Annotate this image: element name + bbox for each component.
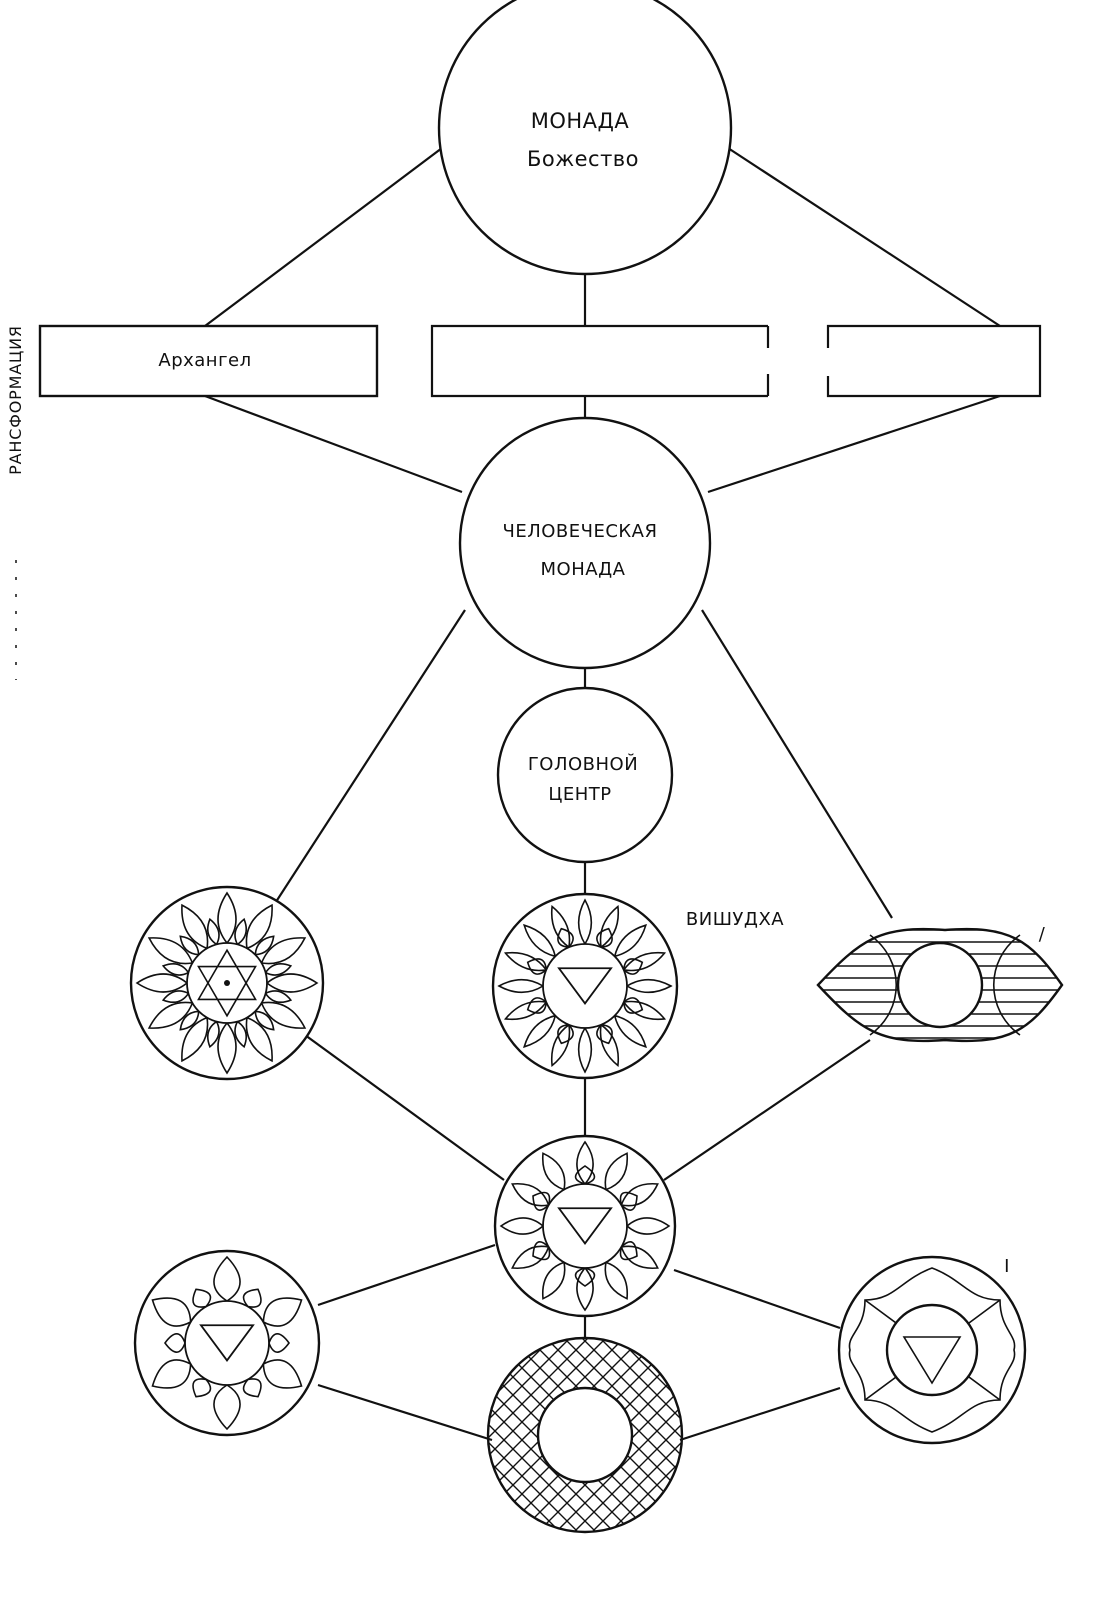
ajna-marker: / (1039, 924, 1046, 945)
heart-chakra (493, 1134, 677, 1318)
top-monad-line1: МОНАДА (531, 109, 630, 133)
right-lower-marker: I (1004, 1256, 1010, 1277)
top-monad-circle (437, 0, 733, 276)
line-human-ajna (701, 609, 893, 919)
bottom-center-circle (536, 1386, 634, 1484)
left-wheel-chakra-bindu (224, 980, 230, 986)
line-human-leftwheel (271, 609, 466, 909)
bottom-hatched-chakra (486, 1336, 684, 1534)
side-label-group: РАНСФОРМАЦИЯ (6, 325, 25, 680)
left-wheel-chakra-inner-petals (161, 917, 293, 1049)
left-lower-chakra-petals (151, 1255, 303, 1431)
left-lower-chakra (133, 1249, 321, 1437)
ajna-chakra: / (816, 924, 1064, 1043)
middle-box (430, 324, 770, 398)
line-monad-left (204, 147, 443, 327)
four-petal-triangle (902, 1336, 962, 1385)
left-wheel-chakra-hexagram (197, 948, 257, 1018)
vishuddha-label: ВИШУДХА (686, 909, 784, 930)
top-monad-node: МОНАДА Божество (437, 0, 733, 276)
four-petal-center (885, 1303, 979, 1397)
human-monad-circle (458, 416, 712, 670)
right-box (826, 324, 1042, 398)
heart-chakra-triangle (557, 1207, 613, 1245)
heart-chakra-center (542, 1183, 628, 1269)
box-row: Архангел (38, 324, 1042, 398)
head-center-line2: ЦЕНТР (548, 784, 611, 805)
chakra-wheels (129, 885, 679, 1437)
vishuddha-chakra-inner-petals (526, 927, 644, 1045)
left-lower-chakra-triangle (199, 1324, 255, 1362)
top-monad-line2: Божество (527, 147, 639, 171)
human-monad-node: ЧЕЛОВЕЧЕСКАЯ МОНАДА (458, 416, 712, 670)
vishuddha-chakra-petals (497, 898, 673, 1074)
ajna-petal-curve-left (869, 934, 898, 1036)
line-heart-rightlow (673, 1268, 841, 1330)
left-box-label: Архангел (158, 350, 251, 371)
head-center-line1: ГОЛОВНОЙ (528, 753, 638, 775)
head-center-circle (496, 686, 674, 864)
side-label: РАНСФОРМАЦИЯ (6, 325, 25, 475)
line-leftbox-human (204, 394, 463, 494)
vishuddha-chakra (491, 892, 679, 1080)
line-rightbox-human (707, 394, 1001, 494)
left-lower-chakra-inner-petals (164, 1288, 290, 1398)
left-lower-chakra-center (184, 1300, 270, 1386)
head-center-node: ГОЛОВНОЙ ЦЕНТР (496, 686, 674, 864)
left-wheel-chakra (129, 885, 325, 1081)
ajna-petal-curve-right (992, 934, 1021, 1036)
heart-chakra-inner-petals (532, 1165, 638, 1287)
left-box (38, 324, 379, 398)
line-leftlow-bottom (317, 1383, 493, 1442)
heart-chakra-petals (499, 1140, 671, 1312)
vishuddha-chakra-triangle (557, 967, 613, 1005)
connector-lines (204, 147, 1001, 1442)
line-heart-leftlow (317, 1243, 496, 1307)
left-wheel-chakra-petals (135, 891, 319, 1075)
human-monad-line1: ЧЕЛОВЕЧЕСКАЯ (502, 521, 657, 542)
line-leftwheel-heart (304, 1034, 505, 1181)
line-ajna-heart (663, 1039, 871, 1181)
line-monad-right (727, 147, 1001, 327)
human-monad-line2: МОНАДА (541, 559, 626, 580)
line-rightlow-bottom (679, 1386, 841, 1442)
vishuddha-chakra-center (542, 943, 628, 1029)
four-petal-chakra: I (837, 1255, 1027, 1445)
ajna-center-circle (896, 941, 984, 1029)
